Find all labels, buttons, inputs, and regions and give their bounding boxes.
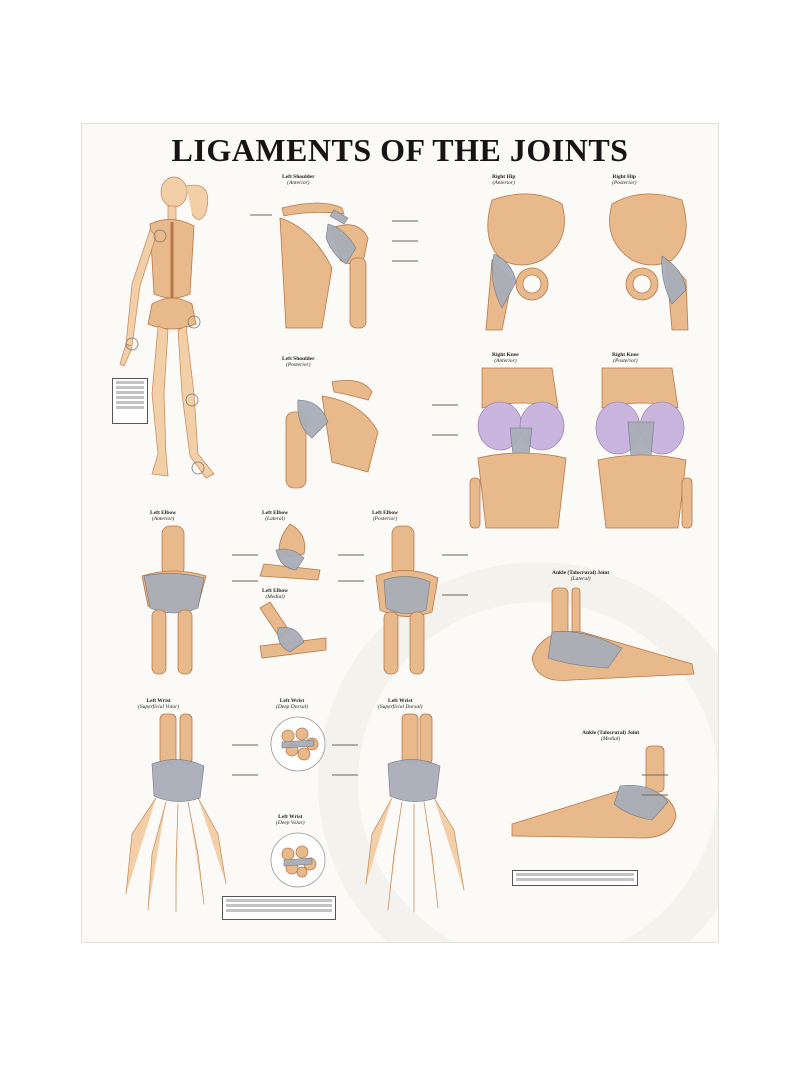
elbow-lateral-illustration: [259, 523, 321, 581]
panel-title-hip-anterior: Right Hip(Anterior): [492, 174, 516, 186]
leader-line: [392, 220, 418, 222]
elbow-anterior-illustration: [141, 525, 207, 675]
panel-title-knee-posterior: Right Knee(Posterior): [612, 352, 639, 364]
shoulder-anterior-illustration: [279, 202, 369, 329]
leader-line: [232, 554, 258, 556]
panel-title-ankle-lateral: Ankle (Talocrural) Joint(Lateral): [552, 570, 610, 582]
leader-line: [442, 554, 468, 556]
anatomy-poster: LIGAMENTS OF THE JOINTS Left Shoulder(An…: [82, 124, 718, 942]
leader-line: [392, 260, 418, 262]
wrist-key-box: [222, 896, 336, 920]
panel-title-hip-posterior: Right Hip(Posterior): [612, 174, 637, 186]
poster-title: LIGAMENTS OF THE JOINTS: [171, 132, 629, 168]
leader-line: [392, 240, 418, 242]
leader-line: [232, 774, 258, 776]
skeleton-key-box: [112, 378, 148, 424]
leader-line: [338, 554, 364, 556]
leader-line: [432, 404, 458, 406]
leader-line: [332, 774, 358, 776]
panel-title-wrist-deep-dorsal: Left Wrist(Deep Dorsal): [276, 698, 308, 710]
ankle-medial-illustration: [511, 745, 677, 839]
panel-title-elbow-medial: Left Elbow(Medial): [262, 588, 289, 600]
wrist-deep-dorsal-illustration: [270, 716, 326, 772]
panel-title-knee-anterior: Right Knee(Anterior): [492, 352, 519, 364]
panel-title-elbow-anterior: Left Elbow(Anterior): [150, 510, 177, 522]
wrist-volar-illustration: [125, 713, 227, 913]
leader-line: [250, 214, 272, 216]
leader-line: [332, 744, 358, 746]
panel-title-shoulder-posterior: Left Shoulder(Posterior): [282, 356, 315, 368]
shoulder-posterior-illustration: [285, 379, 379, 489]
leader-line: [642, 774, 668, 776]
panel-title-elbow-posterior: Left Elbow(Posterior): [372, 510, 399, 522]
knee-posterior-illustration: [595, 367, 693, 529]
elbow-medial-illustration: [259, 601, 327, 659]
leader-line: [232, 580, 258, 582]
ankle-key-box: [512, 870, 638, 886]
wrist-dorsal-illustration: [365, 713, 465, 913]
elbow-posterior-illustration: [375, 525, 439, 675]
panel-title-wrist-superficial-dorsal: Left Wrist(Superficial Dorsal): [378, 698, 423, 710]
leader-line: [432, 434, 458, 436]
panel-title-ankle-medial: Ankle (Talocrural) Joint(Medial): [582, 730, 640, 742]
leader-line: [642, 794, 668, 796]
knee-anterior-illustration: [469, 367, 567, 529]
leader-line: [232, 744, 258, 746]
hip-posterior-illustration: [609, 193, 689, 331]
panel-title-shoulder-anterior: Left Shoulder(Anterior): [282, 174, 315, 186]
ankle-lateral-illustration: [531, 587, 695, 681]
leader-line: [442, 594, 468, 596]
panel-title-wrist-deep-volar: Left Wrist(Deep Volar): [276, 814, 305, 826]
wrist-deep-volar-illustration: [270, 832, 326, 888]
skeleton-figure: [119, 176, 215, 479]
leader-line: [338, 580, 364, 582]
hip-anterior-illustration: [485, 193, 565, 331]
panel-title-elbow-lateral: Left Elbow(Lateral): [262, 510, 289, 522]
panel-title-wrist-volar: Left Wrist(Superficial Volar): [138, 698, 180, 710]
